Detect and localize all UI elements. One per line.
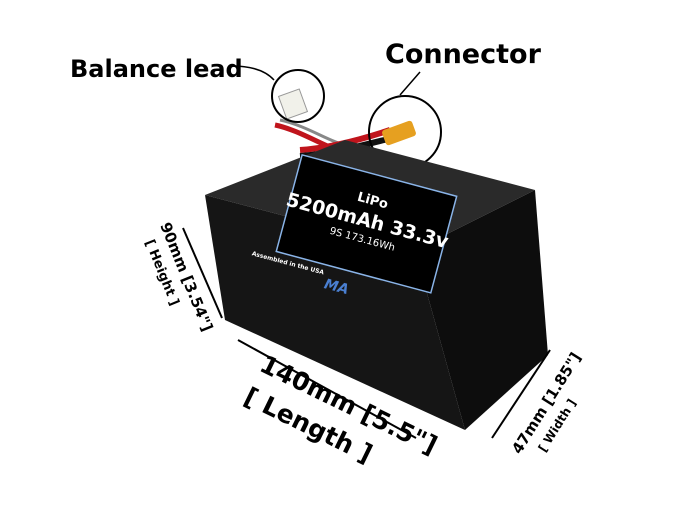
balance-lead-label: Balance lead [70, 55, 243, 83]
width-arrow [491, 349, 551, 439]
balance-callout-line [231, 65, 275, 81]
height-arrow [182, 227, 223, 319]
length-arrow [237, 339, 417, 439]
connector-callout-line [399, 71, 421, 96]
connector-label: Connector [385, 39, 542, 70]
balance-callout-circle [271, 69, 325, 123]
battery-side-face [415, 190, 548, 430]
brand-logo: MA [322, 276, 350, 298]
balance-plug-icon [277, 88, 309, 120]
xt-connector-icon [382, 120, 416, 146]
